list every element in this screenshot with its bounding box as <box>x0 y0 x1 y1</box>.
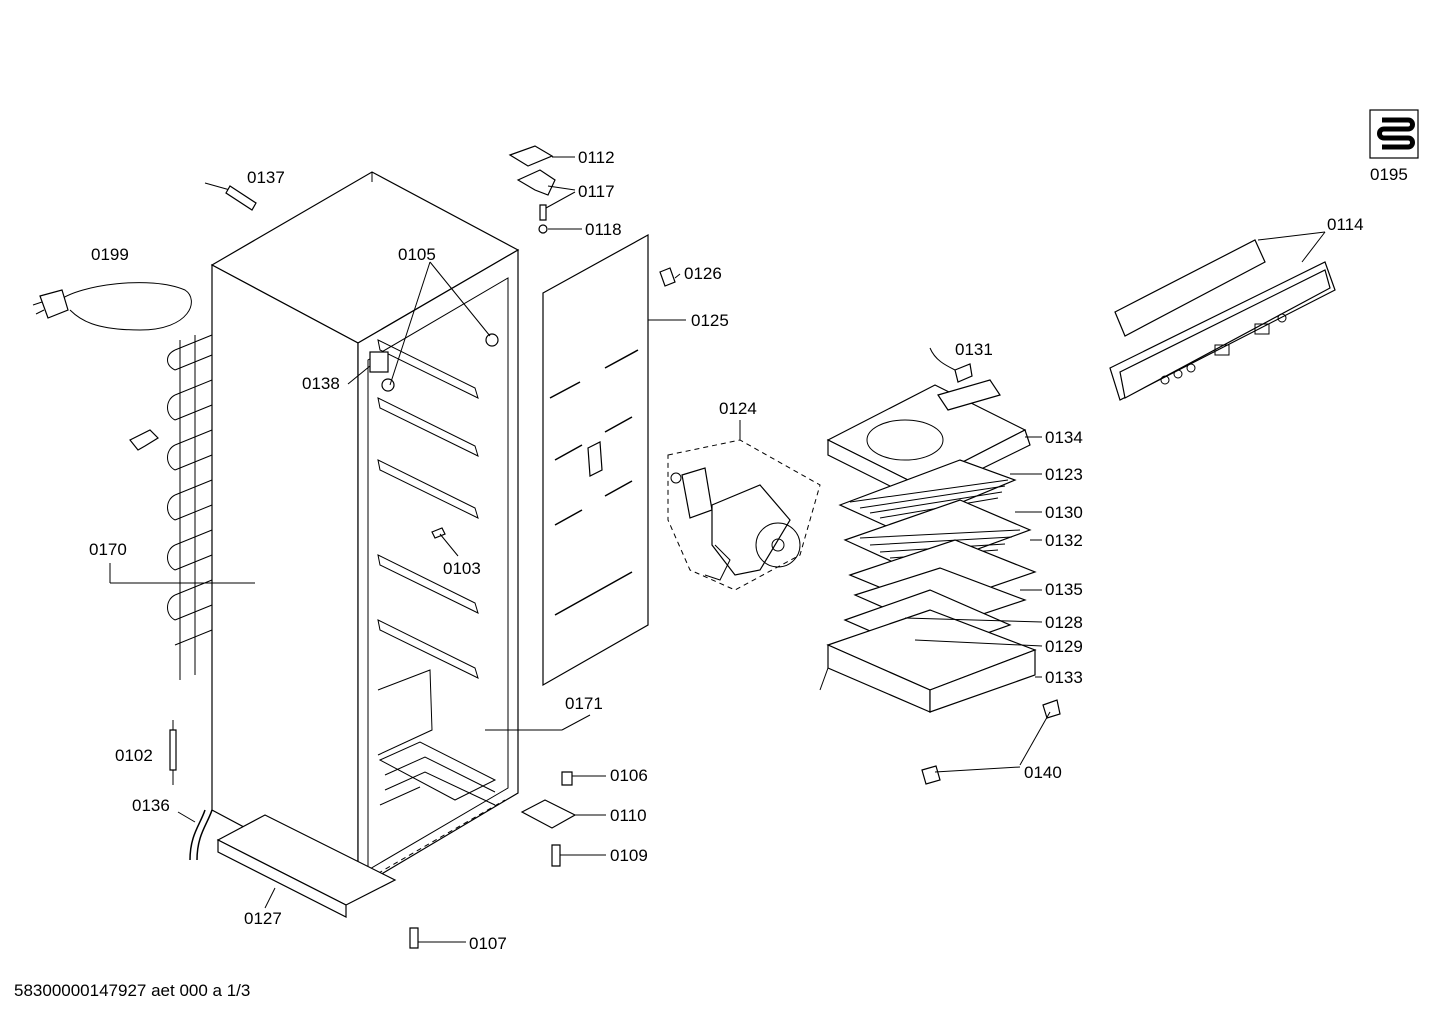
label-0133: 0133 <box>1045 668 1083 687</box>
label-0107: 0107 <box>469 934 507 953</box>
label-0105: 0105 <box>398 245 436 264</box>
label-0134: 0134 <box>1045 428 1083 447</box>
upper-hinge <box>516 169 556 196</box>
label-0136: 0136 <box>132 796 170 815</box>
lower-hinge <box>520 799 577 829</box>
label-0135: 0135 <box>1045 580 1083 599</box>
sensor-probe <box>204 182 257 211</box>
label-0106: 0106 <box>610 766 648 785</box>
label-0171: 0171 <box>565 694 603 713</box>
label-0110: 0110 <box>610 806 647 825</box>
door-clip <box>659 267 676 287</box>
label-0137: 0137 <box>247 168 285 187</box>
label-0103: 0103 <box>443 559 481 578</box>
label-0127: 0127 <box>244 909 282 928</box>
inner-door-panel <box>542 233 649 687</box>
base-plate <box>216 814 397 918</box>
label-0125: 0125 <box>691 311 729 330</box>
label-0140: 0140 <box>1024 763 1062 782</box>
label-0126: 0126 <box>684 264 722 283</box>
foot-bolt <box>409 927 419 949</box>
control-box-icon <box>369 351 389 373</box>
label-0199: 0199 <box>91 245 129 264</box>
leader-lines <box>109 156 1326 943</box>
label-0129: 0129 <box>1045 637 1083 656</box>
label-0131: 0131 <box>955 340 993 359</box>
label-0170: 0170 <box>89 540 127 559</box>
label-0130: 0130 <box>1045 503 1083 522</box>
hinge-screw <box>539 204 547 221</box>
hinge-bolt <box>551 844 561 867</box>
leveling-foot <box>921 765 941 785</box>
condenser-coil <box>167 334 213 680</box>
plug-wire <box>929 347 956 371</box>
leveling-foot <box>1042 699 1061 719</box>
label-0132: 0132 <box>1045 531 1083 550</box>
cabinet-body <box>210 171 520 890</box>
document-id: 58300000147927 aet 000 a 1/3 <box>14 981 251 1000</box>
label-0114: 0114 <box>1327 215 1364 234</box>
label-0112: 0112 <box>578 148 615 167</box>
label-0123: 0123 <box>1045 465 1083 484</box>
hinge-pin-icon <box>381 378 395 392</box>
label-0117: 0117 <box>578 182 615 201</box>
label-0124: 0124 <box>719 399 757 418</box>
cabinet-shelves <box>377 339 479 756</box>
hinge-bushing <box>538 224 548 234</box>
dryer-filter <box>169 720 177 785</box>
hinge-cover <box>508 145 554 167</box>
label-0109: 0109 <box>610 846 648 865</box>
control-panel <box>1109 239 1336 401</box>
cabinet-bottom-drawers <box>378 741 497 806</box>
label-0138: 0138 <box>302 374 340 393</box>
label-0128: 0128 <box>1045 613 1083 632</box>
heating-element-icon <box>1369 109 1419 159</box>
hinge-pin-icon <box>485 333 499 347</box>
cover-plug <box>954 363 973 383</box>
evaporator-tray <box>819 539 1037 713</box>
label-0195: 0195 <box>1370 165 1408 184</box>
label-0102: 0102 <box>115 746 153 765</box>
hinge-bushing-lower <box>561 771 573 786</box>
condenser-bracket <box>129 429 159 451</box>
power-cord <box>32 282 192 331</box>
fan-assembly <box>667 439 821 591</box>
drain-tube <box>189 809 213 861</box>
small-clip <box>431 527 446 539</box>
label-0118: 0118 <box>585 220 622 239</box>
